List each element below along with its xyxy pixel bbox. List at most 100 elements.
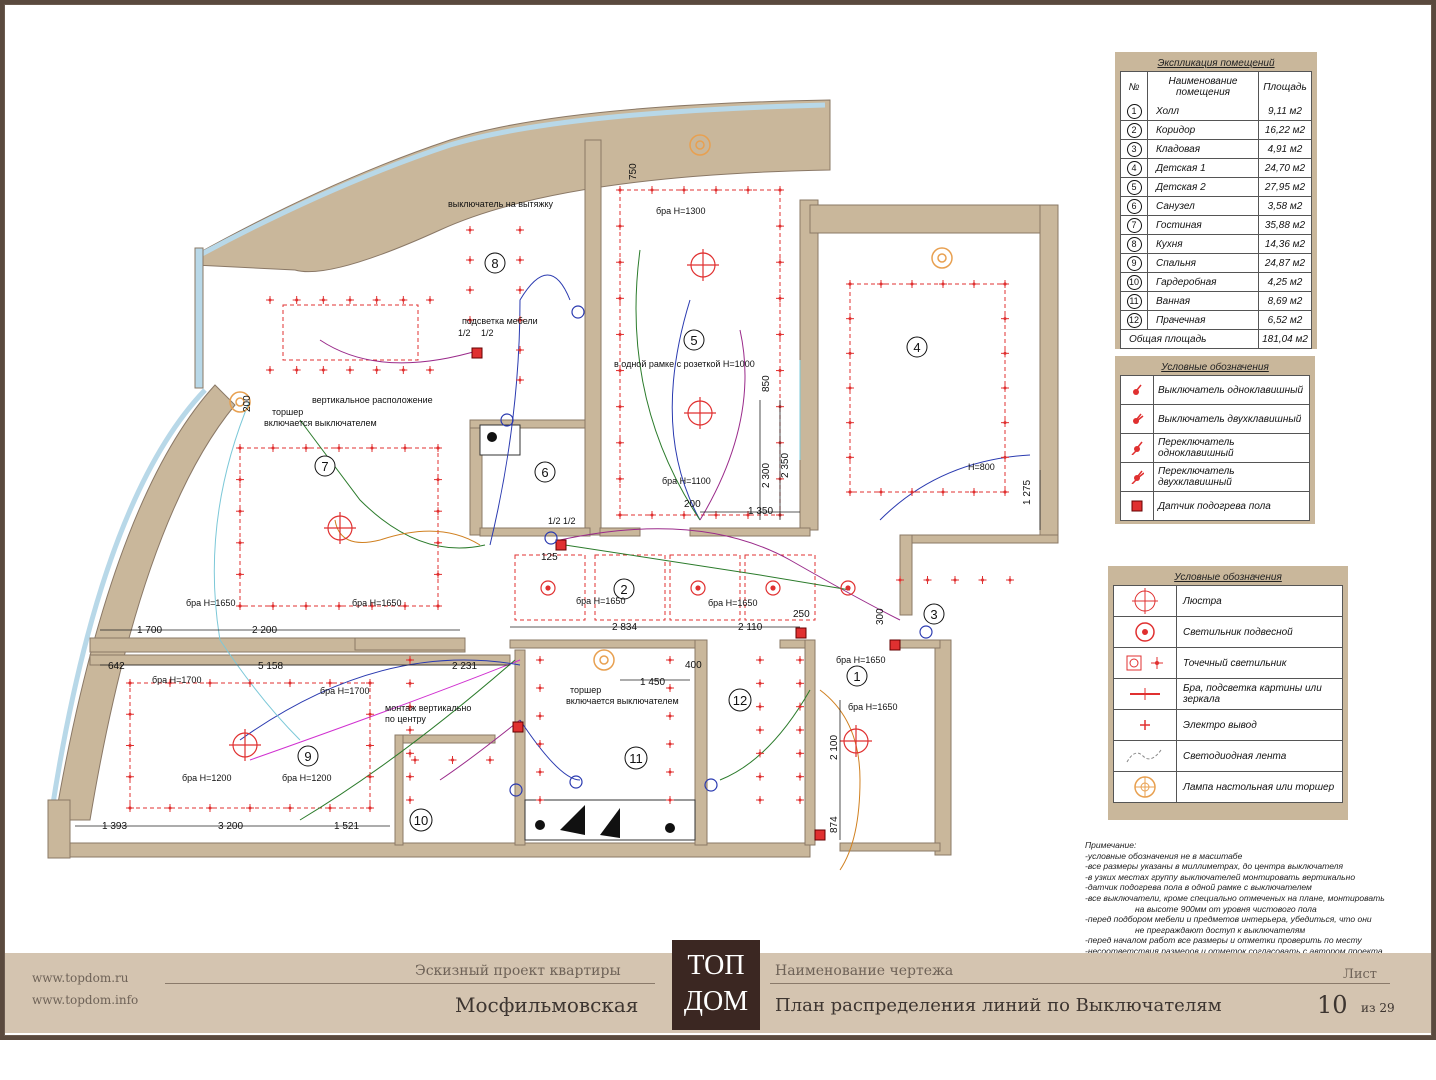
spot-light bbox=[302, 602, 310, 610]
spot-light bbox=[776, 294, 784, 303]
legend-row: Выключатель одноклавишный bbox=[1121, 376, 1309, 404]
note-line: на высоте 900мм от уровня чистового пола bbox=[1135, 903, 1317, 914]
spot-light bbox=[616, 294, 624, 303]
spot-light bbox=[846, 488, 854, 496]
annotation: бра H=1650 bbox=[836, 655, 885, 665]
spot-light bbox=[796, 679, 804, 688]
spot-light bbox=[939, 280, 947, 288]
annotation: бра H=1700 bbox=[320, 686, 369, 696]
spot-light bbox=[434, 570, 442, 579]
room-area: 24,70 м2 bbox=[1264, 162, 1306, 174]
legend-row: Переключатель одноклавишный bbox=[1121, 433, 1309, 462]
spot-light bbox=[448, 756, 457, 764]
room-num-cell: 5 bbox=[1121, 178, 1148, 196]
dimension: 2 200 bbox=[252, 625, 277, 636]
legend-row: Электро вывод bbox=[1114, 709, 1342, 740]
room-num: 12 bbox=[1126, 312, 1142, 328]
room-num-cell: 10 bbox=[1121, 273, 1148, 291]
spot-light bbox=[796, 702, 804, 711]
room-number: 6 bbox=[541, 465, 548, 480]
spot-light bbox=[846, 453, 854, 462]
annotation: H=800 bbox=[968, 462, 995, 472]
note-line: -датчик подогрева пола в одной рамке с в… bbox=[1085, 882, 1312, 893]
vent-fans bbox=[500, 305, 933, 797]
spot-light bbox=[401, 444, 409, 452]
spot-light bbox=[236, 538, 244, 547]
dimension: 250 bbox=[793, 609, 810, 620]
spot-light bbox=[236, 475, 244, 484]
spot-light bbox=[978, 576, 987, 584]
room-markers bbox=[297, 252, 945, 832]
spot-light bbox=[292, 296, 301, 304]
dimension: 300 bbox=[875, 608, 886, 625]
spot-light bbox=[796, 796, 804, 804]
dimension: 400 bbox=[685, 660, 702, 671]
header-name: Наименование помещения bbox=[1148, 72, 1259, 102]
spot-light bbox=[434, 475, 442, 484]
legend-row: Светодиодная лента bbox=[1114, 740, 1342, 771]
left-arc-glass bbox=[49, 388, 207, 811]
total-label: Общая площадь bbox=[1121, 330, 1259, 348]
spot-light bbox=[756, 749, 764, 758]
spot-light bbox=[406, 726, 414, 734]
spot-light bbox=[516, 376, 524, 384]
spot-light bbox=[319, 366, 328, 374]
explication-title: Экспликация помещений bbox=[1157, 58, 1275, 69]
legend-label: Светильник подвесной bbox=[1183, 626, 1293, 638]
spot-light bbox=[536, 684, 544, 692]
spot-light bbox=[516, 316, 524, 324]
room-number: 9 bbox=[304, 749, 311, 764]
spot-light bbox=[406, 656, 414, 664]
spot-light bbox=[1001, 384, 1009, 392]
spot-light bbox=[266, 366, 274, 374]
notes: Примечание: -условные обозначения не в м… bbox=[1085, 840, 1425, 957]
annotation: бра H=1650 bbox=[352, 598, 401, 608]
spot-light bbox=[776, 366, 784, 375]
spot-light bbox=[908, 280, 916, 288]
annotation: монтаж вертикально bbox=[385, 703, 471, 713]
spot-light bbox=[536, 740, 544, 748]
divider bbox=[770, 983, 1390, 984]
plan-annotations: выключатель на вытяжку подсветка мебели … bbox=[152, 199, 995, 783]
legend-row: Светильник подвесной bbox=[1114, 616, 1342, 647]
spot-light bbox=[776, 258, 784, 267]
legend-label: Люстра bbox=[1183, 595, 1222, 607]
spot-light bbox=[372, 366, 381, 374]
site-link-1[interactable]: www.topdom.ru bbox=[32, 971, 129, 985]
legend-row: Датчик подогрева пола bbox=[1121, 491, 1309, 520]
room-number: 8 bbox=[491, 256, 498, 271]
spot-light bbox=[516, 256, 524, 264]
spot-light bbox=[399, 366, 408, 374]
dimension: 1 350 bbox=[748, 506, 773, 517]
switch-legend-title: Условные обозначения bbox=[1161, 362, 1269, 373]
spot-light bbox=[302, 444, 310, 452]
room-name: Коридор bbox=[1148, 121, 1259, 139]
spot-light bbox=[536, 768, 544, 776]
spot-light bbox=[680, 186, 688, 194]
room-num-cell: 12 bbox=[1121, 311, 1148, 329]
room-num-cell: 3 bbox=[1121, 140, 1148, 158]
spot-light bbox=[1001, 280, 1009, 288]
spot-light bbox=[744, 186, 752, 194]
note-line: -все размеры указаны в миллиметрах, до ц… bbox=[1085, 861, 1344, 872]
dimension: 2 110 bbox=[738, 622, 763, 633]
legend-label: Выключатель одноклавишный bbox=[1158, 384, 1304, 396]
dimension: 1 393 bbox=[102, 821, 127, 832]
annotation: торшер bbox=[272, 407, 303, 417]
dimension: 3 200 bbox=[218, 821, 243, 832]
dimension: 2 834 bbox=[612, 622, 637, 633]
spot-light bbox=[236, 507, 244, 516]
legend-label: Бра, подсветка картины или зеркала bbox=[1183, 683, 1322, 705]
spot-light bbox=[426, 296, 434, 304]
spot-light bbox=[616, 402, 624, 411]
room-num: 2 bbox=[1126, 122, 1142, 138]
spot-light bbox=[756, 679, 764, 688]
header-area: Площадь bbox=[1263, 81, 1307, 93]
site-link-2[interactable]: www.topdom.info bbox=[32, 993, 139, 1007]
spot-light bbox=[877, 280, 885, 288]
room-num-cell: 6 bbox=[1121, 197, 1148, 215]
spot-light bbox=[399, 296, 408, 304]
sheet-frame bbox=[4, 4, 1432, 1036]
